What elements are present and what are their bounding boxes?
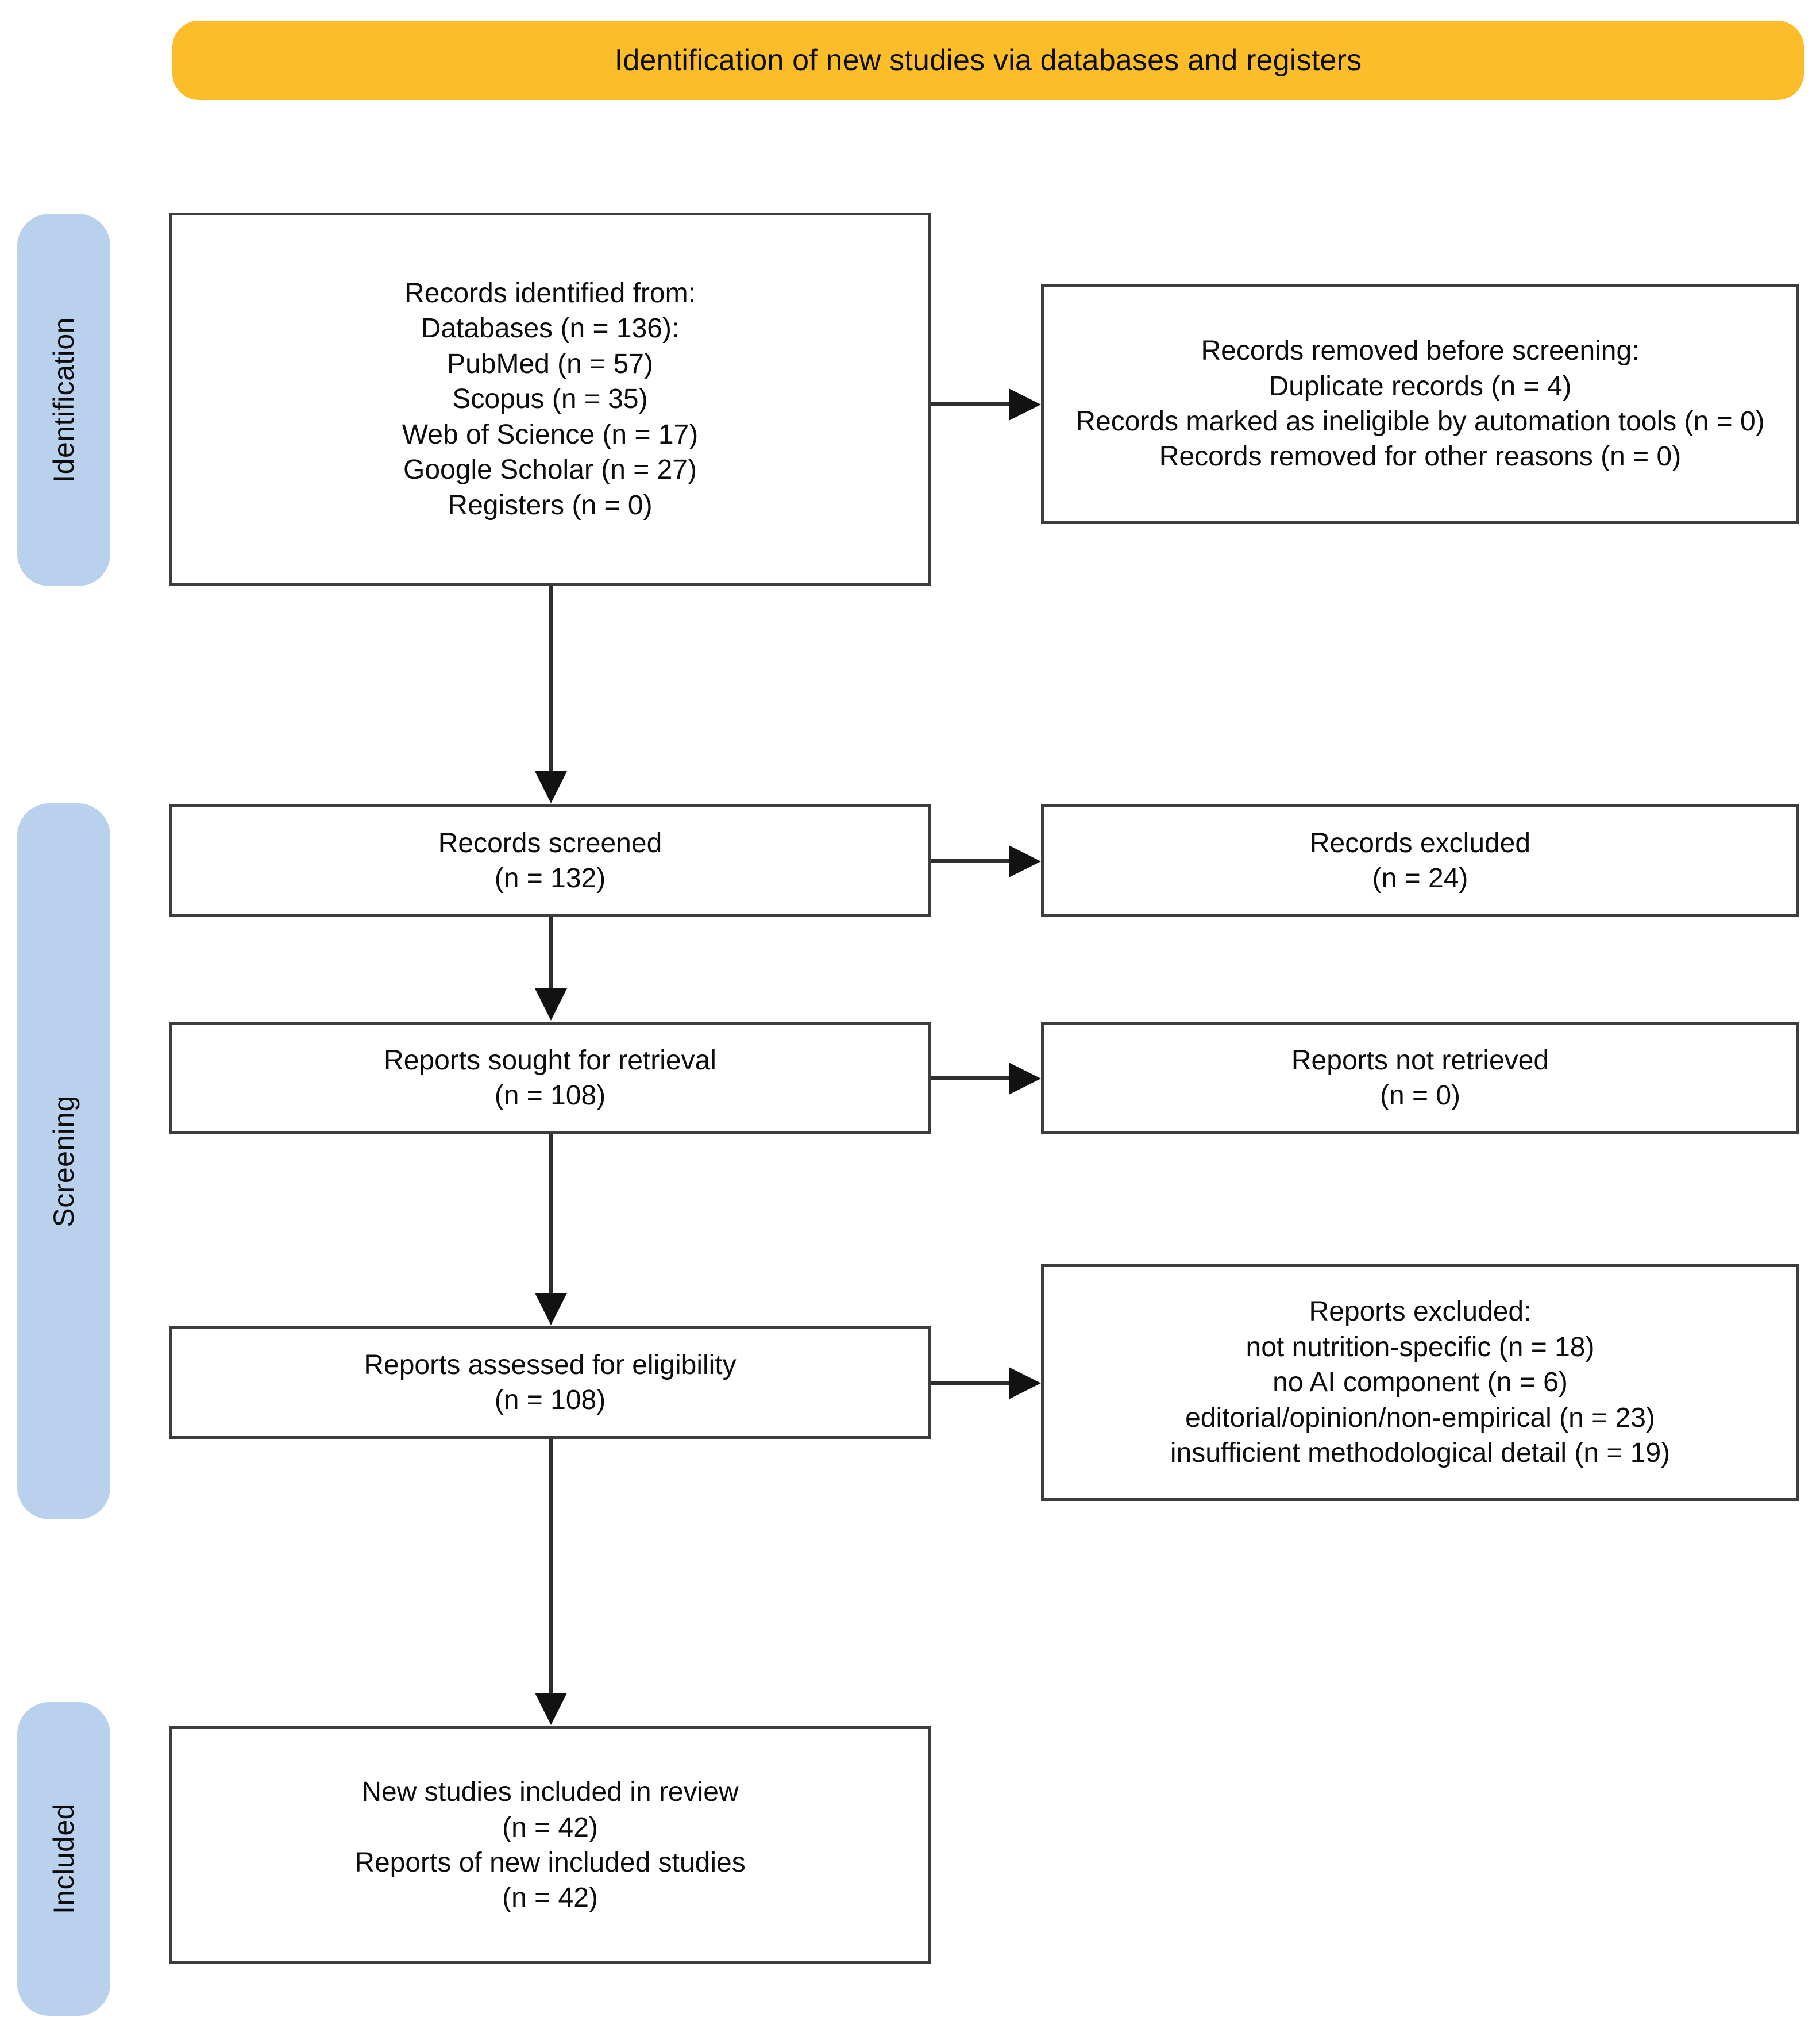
box-line: (n = 0) <box>1379 1080 1461 1111</box>
stage-label-identification: Identification <box>17 214 110 586</box>
connector-line <box>931 859 1011 863</box>
box-reports-excluded: Reports excluded: not nutrition-specific… <box>1041 1264 1799 1501</box>
connector-screened-to-sought <box>535 917 567 1022</box>
box-records-identified: Records identified from: Databases (n = … <box>169 213 931 586</box>
arrow-head-icon <box>535 771 567 803</box>
box-new-studies-included: New studies included in review (n = 42) … <box>169 1726 931 1964</box>
box-line: Records excluded <box>1309 827 1531 859</box>
box-line: no AI component (n = 6) <box>1273 1367 1568 1398</box>
box-line: Records removed before screening: <box>1201 336 1640 367</box>
box-line: Web of Science (n = 17) <box>402 419 699 450</box>
box-line: insufficient methodological detail (n = … <box>1170 1438 1671 1469</box>
banner-title: Identification of new studies via databa… <box>614 44 1362 77</box>
stage-label-screening: Screening <box>17 803 110 1519</box>
box-line: (n = 108) <box>494 1080 606 1111</box>
box-line: (n = 108) <box>494 1385 606 1415</box>
box-reports-not-retrieved: Reports not retrieved (n = 0) <box>1041 1022 1799 1134</box>
box-line: editorial/opinion/non-empirical (n = 23) <box>1185 1402 1655 1433</box>
box-line: Reports excluded: <box>1309 1296 1532 1327</box>
box-line: (n = 132) <box>494 863 606 894</box>
box-line: Records removed for other reasons (n = 0… <box>1159 441 1682 472</box>
box-line: (n = 42) <box>502 1812 598 1843</box>
connector-line <box>931 1076 1011 1080</box>
box-records-screened: Records screened (n = 132) <box>169 804 931 917</box>
box-records-removed-before-screening: Records removed before screening: Duplic… <box>1041 284 1799 524</box>
stage-label-included-text: Included <box>48 1803 80 1915</box>
connector-screened-to-records-excluded <box>931 845 1041 877</box>
box-line: Duplicate records (n = 4) <box>1268 371 1572 402</box>
box-line: Records marked as ineligible by automati… <box>1075 406 1765 437</box>
box-line: PubMed (n = 57) <box>447 348 653 379</box>
box-line: Reports not retrieved <box>1291 1045 1549 1076</box>
arrow-head-icon <box>1009 845 1041 877</box>
stage-label-identification-text: Identification <box>48 317 80 483</box>
arrow-head-icon <box>1009 1063 1041 1095</box>
box-reports-sought-for-retrieval: Reports sought for retrieval (n = 108) <box>169 1022 931 1134</box>
box-line: Google Scholar (n = 27) <box>403 455 697 486</box>
connector-line <box>931 402 1011 406</box>
arrow-head-icon <box>1009 1367 1041 1399</box>
arrow-head-icon <box>1009 388 1041 421</box>
header-banner: Identification of new studies via databa… <box>172 21 1804 100</box>
box-line: (n = 42) <box>502 1883 598 1914</box>
box-line: not nutrition-specific (n = 18) <box>1246 1331 1595 1362</box>
arrow-head-icon <box>535 1293 567 1325</box>
box-reports-assessed-for-eligibility: Reports assessed for eligibility (n = 10… <box>169 1326 931 1439</box>
box-line: Databases (n = 136): <box>421 313 680 344</box>
connector-line <box>549 917 553 991</box>
arrow-head-icon <box>535 988 567 1021</box>
box-line: Reports sought for retrieval <box>384 1045 716 1076</box>
arrow-head-icon <box>535 1693 567 1725</box>
box-line: Records identified from: <box>404 278 696 309</box>
connector-line <box>931 1381 1011 1385</box>
box-line: New studies included in review <box>361 1777 739 1808</box>
connector-line <box>549 1134 553 1295</box>
box-line: Reports assessed for eligibility <box>364 1349 737 1380</box>
box-line: Reports of new included studies <box>354 1847 746 1878</box>
connector-identified-to-screened <box>535 586 567 804</box>
stage-label-screening-text: Screening <box>48 1095 80 1227</box>
connector-sought-to-not-retrieved <box>931 1063 1041 1095</box>
box-line: Records screened <box>438 827 662 859</box>
connector-line <box>549 586 553 773</box>
connector-identified-to-removed <box>931 388 1041 421</box>
box-records-excluded: Records excluded (n = 24) <box>1041 804 1799 917</box>
connector-sought-to-assessed <box>535 1134 567 1326</box>
connector-line <box>549 1439 553 1695</box>
connector-assessed-to-included <box>535 1439 567 1726</box>
box-line: Scopus (n = 35) <box>452 384 648 415</box>
box-line: (n = 24) <box>1372 863 1468 894</box>
stage-label-included: Included <box>17 1702 110 2016</box>
box-line: Registers (n = 0) <box>448 490 653 521</box>
connector-assessed-to-reports-excluded <box>931 1367 1041 1399</box>
